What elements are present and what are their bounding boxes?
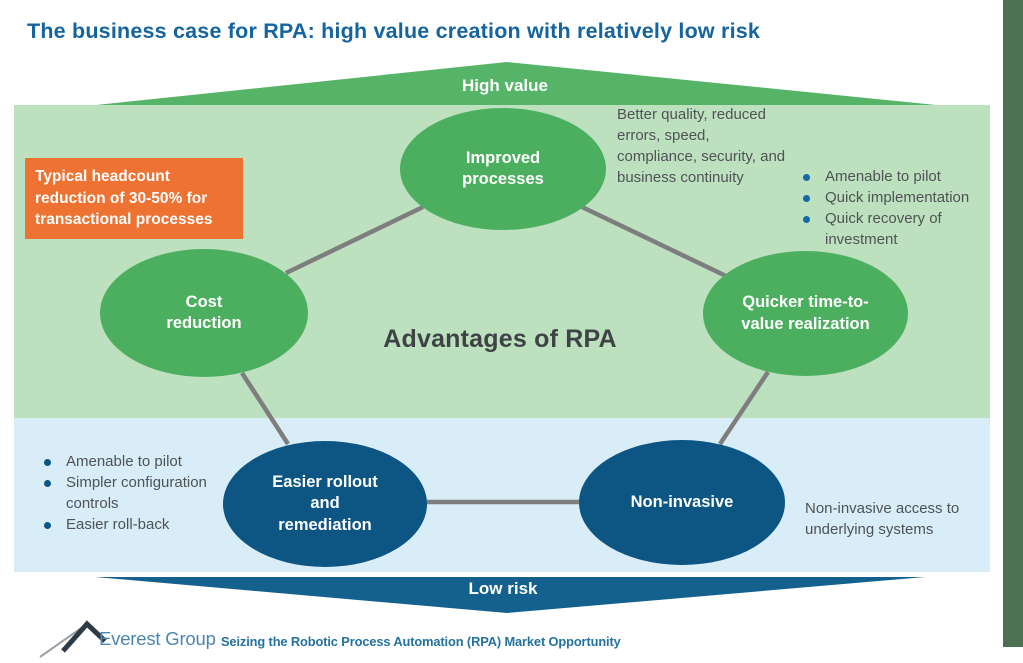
- node-cost-reduction-label: Cost reduction: [166, 292, 242, 332]
- connector-quicker-noninvasive: [718, 370, 770, 446]
- mountain-peak-icon: [39, 620, 107, 658]
- right-edge-bar: [1003, 0, 1023, 647]
- node-non-invasive: Non-invasive: [579, 440, 785, 565]
- list-item: Quick implementation: [797, 187, 992, 208]
- connector-cost-improved: [285, 204, 424, 276]
- node-improved-processes: Improved processes: [400, 108, 606, 230]
- list-item: Simpler configuration controls: [38, 472, 238, 514]
- list-item-label: Quick recovery of investment: [825, 210, 942, 248]
- node-quicker-time-to-value: Quicker time-to-value realization: [703, 251, 908, 376]
- list-item-label: Easier roll-back: [66, 516, 170, 533]
- node-non-invasive-label: Non-invasive: [630, 492, 734, 511]
- node-easier-rollout: Easier rollout and remediation: [223, 441, 427, 567]
- list-item: Quick recovery of investment: [797, 208, 992, 250]
- node-quicker-time-to-value-label: Quicker time-to-value realization: [741, 293, 870, 333]
- low-risk-panel: [14, 418, 990, 572]
- page-title: The business case for RPA: high value cr…: [27, 19, 761, 43]
- connector-improved-quicker: [581, 204, 727, 279]
- brand-name: Everest Group: [99, 628, 216, 649]
- list-item: Easier roll-back: [38, 514, 238, 535]
- high-value-banner-shape: [96, 62, 936, 105]
- node-easier-rollout-label: Easier rollout and remediation: [272, 472, 378, 534]
- headcount-callout: Typical headcount reduction of 30-50% fo…: [25, 158, 243, 240]
- high-value-banner-label: High value: [462, 76, 548, 95]
- non-invasive-note: Non-invasive access to underlying system…: [805, 500, 960, 538]
- node-cost-reduction: Cost reduction: [100, 249, 308, 377]
- quicker-benefits-list: Amenable to pilot Quick implementation Q…: [797, 166, 992, 250]
- connector-easier-cost: [240, 371, 290, 446]
- list-item-label: Simpler configuration controls: [66, 474, 207, 512]
- easier-rollout-benefits-list: Amenable to pilot Simpler configuration …: [38, 451, 238, 535]
- list-item: Amenable to pilot: [797, 166, 992, 187]
- list-item-label: Amenable to pilot: [66, 453, 182, 470]
- footer-tagline: Seizing the Robotic Process Automation (…: [221, 634, 621, 649]
- low-risk-banner-shape: [95, 577, 925, 613]
- list-item-label: Amenable to pilot: [825, 168, 941, 185]
- list-item: Amenable to pilot: [38, 451, 238, 472]
- node-improved-processes-label: Improved processes: [462, 148, 544, 188]
- improved-processes-note: Better quality, reduced errors, speed, c…: [617, 106, 786, 186]
- center-label: Advantages of RPA: [383, 325, 617, 353]
- list-item-label: Quick implementation: [825, 189, 970, 206]
- low-risk-banner-label: Low risk: [468, 579, 538, 598]
